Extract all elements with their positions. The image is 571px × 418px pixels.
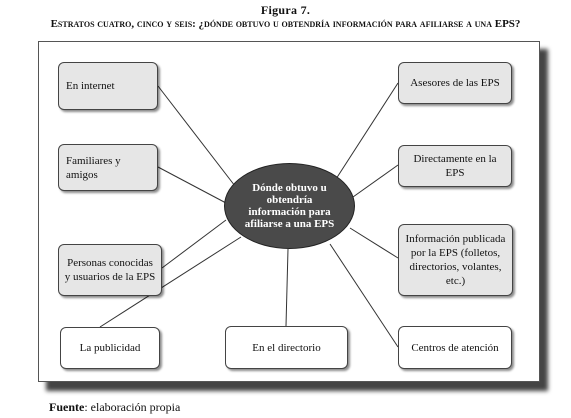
node-en-el-directorio: En el directorio (225, 326, 348, 369)
node-en-internet: En internet (58, 62, 158, 110)
node-informacion-publicada: Información publicada por la EPS (follet… (398, 224, 513, 296)
node-familiares-amigos-label: Familiares y amigos (66, 154, 121, 181)
connector-directamente (352, 164, 399, 198)
node-asesores-eps-label: Asesores de las EPS (410, 77, 500, 89)
node-centros-atencion-label: Centros de atención (411, 341, 499, 354)
node-familiares-amigos: Familiares y amigos (58, 144, 158, 191)
connector-asesores (335, 82, 399, 180)
connector-directorio (285, 248, 289, 327)
node-la-publicidad: La publicidad (60, 327, 160, 369)
connector-internet (157, 85, 236, 187)
node-centros-atencion: Centros de atención (398, 326, 512, 369)
source-text: : elaboración propia (84, 400, 181, 414)
node-directamente-eps: Directamente en la EPS (398, 145, 512, 187)
connector-familiares (157, 166, 227, 204)
source-label: Fuente (49, 400, 85, 414)
figure-source: Fuente: elaboración propia (49, 400, 180, 415)
node-personas-conocidas: Personas conocidas y usuarios de la EPS (58, 244, 162, 296)
node-directamente-eps-label: Directamente en la EPS (413, 153, 497, 179)
figure-title: Figura 7. (260, 3, 311, 17)
connector-publicidad (99, 236, 242, 328)
connector-centros (329, 243, 399, 348)
node-la-publicidad-label: La publicidad (79, 342, 141, 354)
node-asesores-eps: Asesores de las EPS (398, 62, 512, 104)
connector-personas (161, 219, 227, 269)
figure-subtitle: Estratos cuatro, cinco y seis: ¿dónde ob… (50, 18, 521, 30)
center-question-ellipse: Dónde obtuvo u obtendría información par… (224, 163, 355, 249)
node-personas-conocidas-label: Personas conocidas y usuarios de la EPS (64, 257, 156, 283)
node-en-internet-label: En internet (66, 80, 115, 92)
center-question-label: Dónde obtuvo u obtendría información par… (244, 182, 335, 230)
node-en-el-directorio-label: En el directorio (252, 341, 321, 354)
node-informacion-publicada-label: Información publicada por la EPS (follet… (405, 233, 506, 287)
connector-publicada (349, 227, 399, 259)
